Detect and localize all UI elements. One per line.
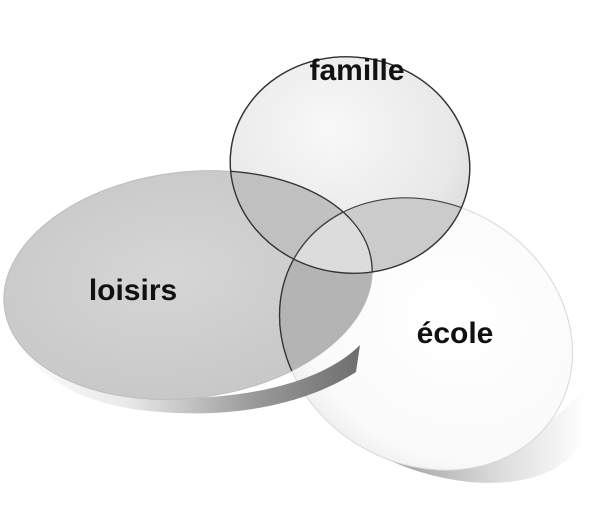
loisirs-outline-inner (216, 169, 373, 289)
label-ecole: école (417, 317, 494, 350)
overlap-center (279, 197, 386, 289)
label-famille: famille (309, 54, 404, 87)
famille-outline (229, 56, 471, 274)
outlines (216, 56, 484, 420)
ecole-outline-famille (278, 197, 484, 289)
overlap-famille-loisirs (216, 170, 373, 289)
label-loisirs: loisirs (89, 274, 177, 307)
